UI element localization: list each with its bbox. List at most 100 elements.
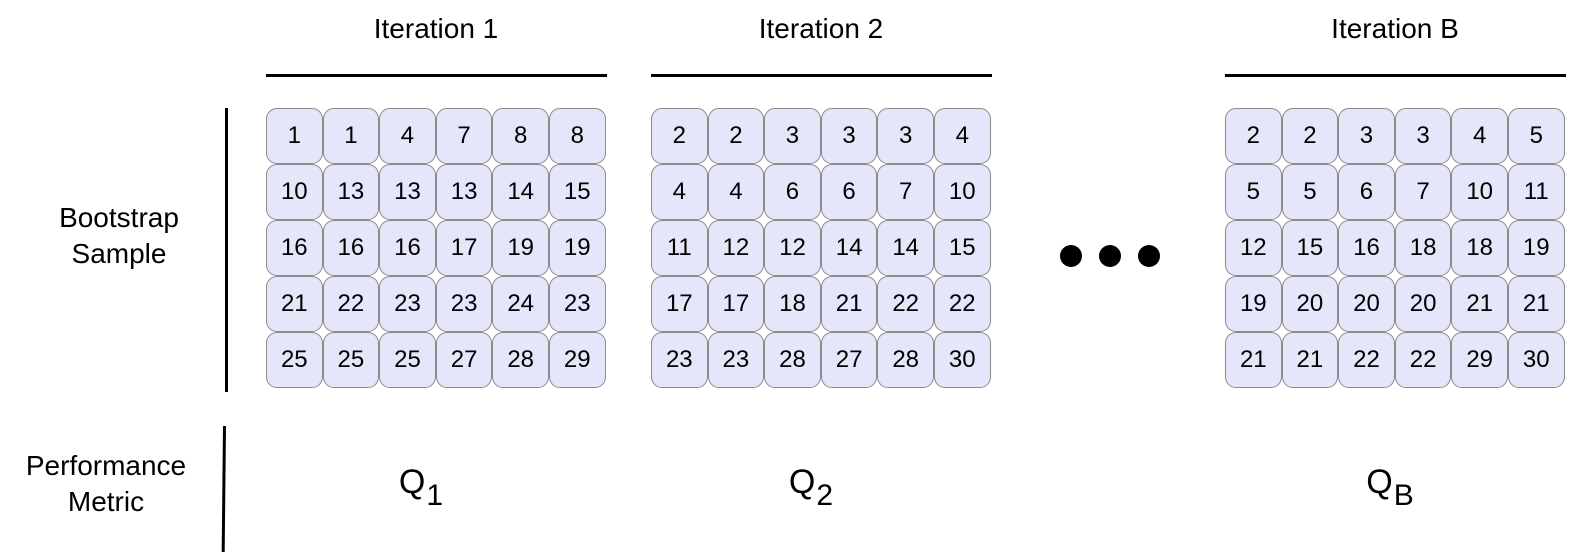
sample-cell: 17 bbox=[435, 220, 493, 276]
sample-cell: 25 bbox=[322, 332, 380, 388]
sample-cell: 4 bbox=[933, 108, 991, 164]
sample-cell: 4 bbox=[707, 164, 765, 220]
sample-cell: 4 bbox=[379, 108, 436, 164]
sample-cell: 3 bbox=[877, 108, 934, 164]
sample-cell: 13 bbox=[322, 164, 380, 220]
sample-cell: 28 bbox=[764, 332, 821, 388]
sample-cell: 20 bbox=[1281, 276, 1339, 332]
sample-cell: 21 bbox=[1281, 332, 1339, 388]
sample-cell: 14 bbox=[820, 220, 878, 276]
sample-cell: 19 bbox=[1507, 220, 1565, 276]
ellipsis-dot bbox=[1138, 245, 1160, 267]
sample-cell: 14 bbox=[492, 164, 549, 220]
sample-cell: 17 bbox=[651, 276, 708, 332]
sample-cell: 30 bbox=[1507, 332, 1565, 388]
bootstrap-sample-label: Bootstrap Sample bbox=[19, 200, 219, 272]
sample-cell: 19 bbox=[1225, 276, 1282, 332]
sample-cell: 27 bbox=[435, 332, 493, 388]
bootstrap-sample-label-line-2: Sample bbox=[71, 238, 167, 269]
sample-cell: 6 bbox=[820, 164, 878, 220]
bootstrap-row-divider bbox=[225, 108, 228, 392]
sample-cell: 3 bbox=[820, 108, 878, 164]
ellipsis-icon bbox=[1060, 245, 1160, 267]
sample-cell: 22 bbox=[933, 276, 991, 332]
sample-cell: 23 bbox=[651, 332, 708, 388]
sample-cell: 24 bbox=[492, 276, 549, 332]
sample-cell: 3 bbox=[1394, 108, 1452, 164]
sample-cell: 18 bbox=[764, 276, 821, 332]
iteration-b-title: Iteration B bbox=[1331, 13, 1459, 44]
iteration-2-metric: Q2 bbox=[641, 462, 981, 512]
sample-cell: 3 bbox=[764, 108, 821, 164]
sample-cell: 10 bbox=[1451, 164, 1508, 220]
iteration-2-rule bbox=[651, 74, 992, 77]
sample-cell: 12 bbox=[764, 220, 821, 276]
sample-cell: 4 bbox=[1451, 108, 1508, 164]
sample-cell: 21 bbox=[266, 276, 323, 332]
sample-cell: 23 bbox=[548, 276, 606, 332]
performance-metric-label-line-2: Metric bbox=[67, 486, 145, 517]
sample-cell: 5 bbox=[1225, 164, 1282, 220]
sample-cell: 15 bbox=[933, 220, 991, 276]
sample-cell: 10 bbox=[933, 164, 991, 220]
sample-cell: 28 bbox=[877, 332, 934, 388]
sample-cell: 16 bbox=[322, 220, 380, 276]
sample-cell: 29 bbox=[548, 332, 606, 388]
sample-cell: 2 bbox=[1225, 108, 1282, 164]
sample-cell: 15 bbox=[1281, 220, 1339, 276]
sample-cell: 19 bbox=[548, 220, 606, 276]
iteration-1-metric: Q1 bbox=[251, 462, 591, 512]
sample-cell: 27 bbox=[820, 332, 878, 388]
bootstrap-sample-label-line-1: Bootstrap bbox=[59, 202, 179, 233]
iteration-2-metric-symbol: Q bbox=[788, 463, 816, 501]
sample-cell: 10 bbox=[266, 164, 323, 220]
sample-cell: 7 bbox=[435, 108, 493, 164]
sample-cell: 1 bbox=[322, 108, 380, 164]
sample-cell: 15 bbox=[548, 164, 606, 220]
sample-cell: 7 bbox=[877, 164, 934, 220]
sample-cell: 25 bbox=[379, 332, 436, 388]
iteration-1-metric-subscript: 1 bbox=[426, 479, 444, 512]
performance-row-divider bbox=[221, 425, 226, 553]
sample-cell: 21 bbox=[1451, 276, 1508, 332]
sample-cell: 5 bbox=[1281, 164, 1339, 220]
sample-cell: 4 bbox=[651, 164, 708, 220]
iteration-1-rule bbox=[266, 74, 607, 77]
sample-cell: 19 bbox=[492, 220, 549, 276]
sample-cell: 16 bbox=[1338, 220, 1395, 276]
sample-cell: 12 bbox=[707, 220, 765, 276]
sample-cell: 11 bbox=[651, 220, 708, 276]
iteration-b-metric-subscript: B bbox=[1393, 479, 1414, 512]
sample-cell: 2 bbox=[651, 108, 708, 164]
performance-metric-label-line-1: Performance bbox=[25, 450, 187, 481]
sample-cell: 16 bbox=[266, 220, 323, 276]
ellipsis-dot bbox=[1060, 245, 1082, 267]
iteration-b-metric-symbol: Q bbox=[1366, 463, 1393, 501]
performance-metric-label: Performance Metric bbox=[6, 448, 206, 520]
iteration-1-metric-symbol: Q bbox=[398, 463, 426, 501]
sample-cell: 16 bbox=[379, 220, 436, 276]
sample-cell: 23 bbox=[379, 276, 436, 332]
sample-cell: 17 bbox=[707, 276, 765, 332]
sample-cell: 18 bbox=[1451, 220, 1508, 276]
sample-cell: 5 bbox=[1507, 108, 1565, 164]
sample-cell: 22 bbox=[322, 276, 380, 332]
sample-cell: 23 bbox=[435, 276, 493, 332]
sample-cell: 22 bbox=[1338, 332, 1395, 388]
sample-cell: 14 bbox=[877, 220, 934, 276]
sample-cell: 6 bbox=[1338, 164, 1395, 220]
sample-cell: 18 bbox=[1394, 220, 1452, 276]
sample-cell: 3 bbox=[1338, 108, 1395, 164]
sample-cell: 11 bbox=[1507, 164, 1565, 220]
sample-cell: 20 bbox=[1338, 276, 1395, 332]
sample-cell: 13 bbox=[379, 164, 436, 220]
sample-cell: 23 bbox=[707, 332, 765, 388]
iteration-b-rule bbox=[1225, 74, 1566, 77]
sample-cell: 2 bbox=[1281, 108, 1339, 164]
sample-cell: 22 bbox=[1394, 332, 1452, 388]
sample-cell: 22 bbox=[877, 276, 934, 332]
sample-cell: 12 bbox=[1225, 220, 1282, 276]
